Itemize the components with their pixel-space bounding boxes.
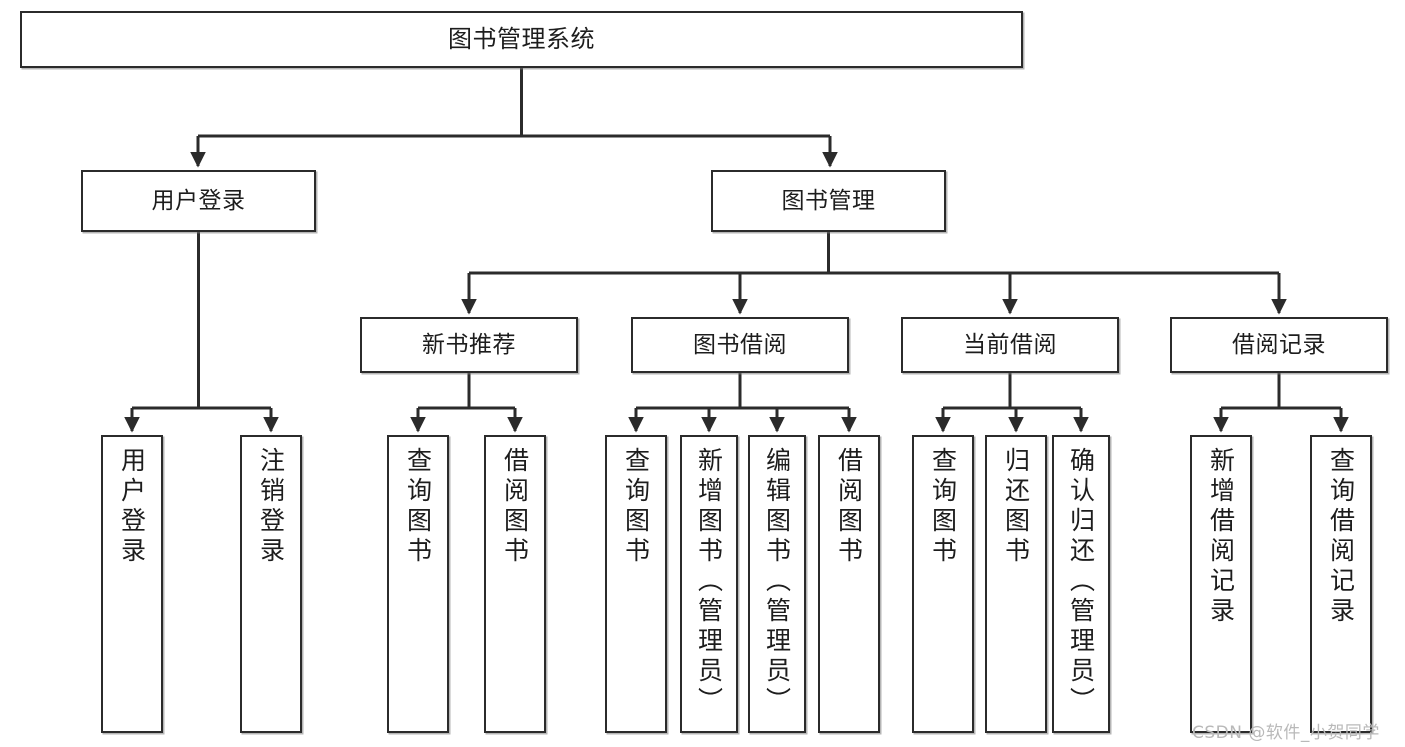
node-root-system[interactable]: 图书管理系统 xyxy=(20,11,1023,68)
node-leaf-query-book-2[interactable]: 查询图书 xyxy=(605,435,667,733)
node-leaf-borrow-book-1[interactable]: 借阅图书 xyxy=(484,435,546,733)
node-label-leaf-borrow-book-2: 借阅图书 xyxy=(834,447,864,567)
node-leaf-logout[interactable]: 注销登录 xyxy=(240,435,302,733)
node-leaf-confirm-return-admin[interactable]: 确认归还（管理员） xyxy=(1052,435,1110,733)
node-leaf-return-book[interactable]: 归还图书 xyxy=(985,435,1047,733)
node-current-borrow[interactable]: 当前借阅 xyxy=(901,317,1119,373)
node-label-leaf-edit-book-admin: 编辑图书（管理员） xyxy=(762,447,792,717)
node-leaf-user-login[interactable]: 用户登录 xyxy=(101,435,163,733)
node-label-leaf-query-book-3: 查询图书 xyxy=(928,447,958,567)
node-label-leaf-query-book-2: 查询图书 xyxy=(621,447,651,567)
node-label-borrow-record: 借阅记录 xyxy=(1232,331,1326,358)
node-label-leaf-user-login: 用户登录 xyxy=(117,447,147,567)
node-label-new-book-recommend: 新书推荐 xyxy=(422,331,516,358)
node-leaf-add-book-admin[interactable]: 新增图书（管理员） xyxy=(680,435,738,733)
node-label-leaf-confirm-return-admin: 确认归还（管理员） xyxy=(1066,447,1096,717)
node-label-leaf-logout: 注销登录 xyxy=(256,447,286,567)
node-label-leaf-query-borrow-record: 查询借阅记录 xyxy=(1326,447,1356,627)
node-label-user-login: 用户登录 xyxy=(151,187,246,214)
node-leaf-edit-book-admin[interactable]: 编辑图书（管理员） xyxy=(748,435,806,733)
node-label-leaf-add-book-admin: 新增图书（管理员） xyxy=(694,447,724,717)
node-leaf-borrow-book-2[interactable]: 借阅图书 xyxy=(818,435,880,733)
node-leaf-query-book-3[interactable]: 查询图书 xyxy=(912,435,974,733)
node-label-leaf-return-book: 归还图书 xyxy=(1001,447,1031,567)
node-label-root: 图书管理系统 xyxy=(448,24,595,53)
node-label-book-manage: 图书管理 xyxy=(781,187,876,214)
node-new-book-recommend[interactable]: 新书推荐 xyxy=(360,317,578,373)
node-label-leaf-borrow-book-1: 借阅图书 xyxy=(500,447,530,567)
node-label-leaf-add-borrow-record: 新增借阅记录 xyxy=(1206,447,1236,627)
node-label-current-borrow: 当前借阅 xyxy=(963,331,1057,358)
node-label-leaf-query-book-1: 查询图书 xyxy=(403,447,433,567)
node-leaf-query-borrow-record[interactable]: 查询借阅记录 xyxy=(1310,435,1372,733)
node-borrow-record[interactable]: 借阅记录 xyxy=(1170,317,1388,373)
watermark-text: CSDN @软件_小贺同学 xyxy=(1192,723,1380,743)
node-leaf-query-book-1[interactable]: 查询图书 xyxy=(387,435,449,733)
node-label-book-borrow: 图书借阅 xyxy=(693,331,787,358)
node-leaf-add-borrow-record[interactable]: 新增借阅记录 xyxy=(1190,435,1252,733)
node-book-borrow[interactable]: 图书借阅 xyxy=(631,317,849,373)
node-user-login[interactable]: 用户登录 xyxy=(81,170,316,232)
node-book-manage[interactable]: 图书管理 xyxy=(711,170,946,232)
